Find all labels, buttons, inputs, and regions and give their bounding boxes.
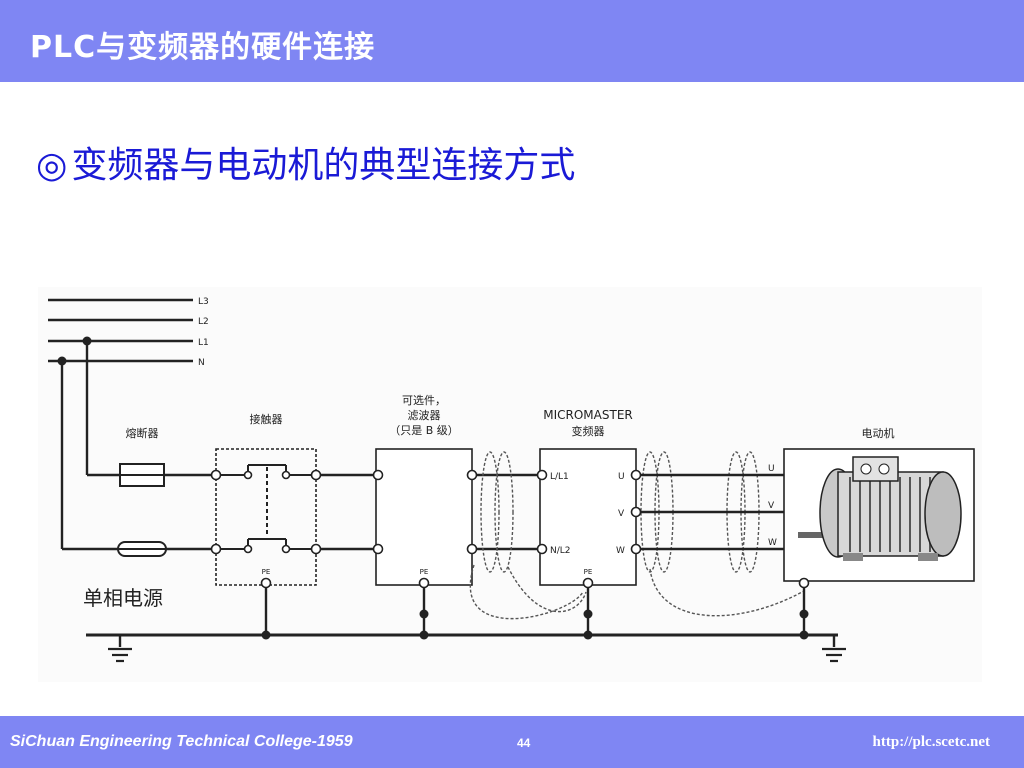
- slide-subtitle: ◎变频器与电动机的典型连接方式: [36, 136, 575, 188]
- slide-title: PLC与变频器的硬件连接: [30, 30, 376, 65]
- motor-phase-label: W: [768, 538, 777, 548]
- filter-label-2: 滤波器: [408, 409, 441, 422]
- filter-box: [375, 448, 473, 586]
- motor-phase-label: U: [768, 464, 775, 474]
- page-number: 44: [517, 736, 531, 750]
- power-source-label: 单相电源: [83, 586, 163, 610]
- ground-icon: [822, 647, 846, 663]
- wiring-diagram: L3 L2 L1 N 熔断器: [38, 287, 982, 682]
- motor-icon: [798, 456, 962, 561]
- filter-label-3: （只是 B 级）: [389, 424, 459, 437]
- terminal-label: L/L1: [550, 472, 569, 482]
- inverter-label-2: 变频器: [572, 424, 605, 438]
- motor-label: 电动机: [862, 426, 895, 440]
- terminal-label: U: [618, 472, 625, 482]
- fuse-label: 熔断器: [126, 426, 159, 440]
- inverter-box: [539, 448, 637, 586]
- terminal-label: N/L2: [550, 546, 571, 556]
- inverter-label-1: MICROMASTER: [543, 408, 632, 422]
- subtitle-text: 变频器与电动机的典型连接方式: [71, 145, 576, 186]
- footer-college: SiChuan Engineering Technical College-19…: [10, 733, 353, 750]
- ground-icon: [108, 647, 132, 663]
- contactor-label: 接触器: [250, 412, 283, 426]
- supply-label: N: [198, 358, 205, 368]
- header-banner: PLC与变频器的硬件连接: [0, 0, 1024, 82]
- supply-label: L3: [198, 297, 209, 307]
- terminal-label: W: [616, 546, 625, 556]
- motor-phase-label: V: [768, 501, 775, 511]
- footer-banner: SiChuan Engineering Technical College-19…: [0, 716, 1024, 768]
- footer-url: http://plc.scetc.net: [872, 734, 990, 750]
- pe-label: PE: [262, 568, 271, 576]
- terminal-label: V: [618, 509, 625, 519]
- supply-label: L1: [198, 338, 209, 348]
- cable-shield: [480, 451, 500, 573]
- pe-label: PE: [584, 568, 593, 576]
- diamond-bullet-icon: ◎: [36, 145, 68, 186]
- supply-label: L2: [198, 317, 209, 327]
- filter-label-1: 可选件，: [402, 394, 446, 407]
- pe-label: PE: [420, 568, 429, 576]
